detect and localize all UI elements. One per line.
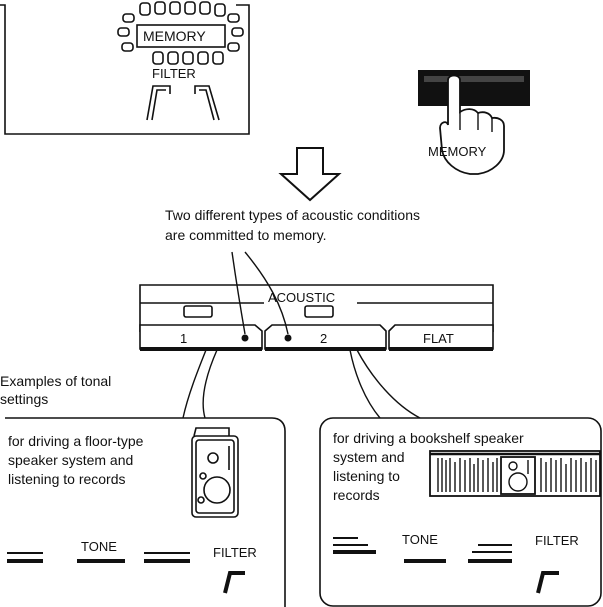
bookshelf-icon [429,450,601,497]
acoustic-button-flat-label: FLAT [423,331,454,346]
memory-dot-1 [241,334,249,342]
right-example-box [319,417,602,607]
right-tone-label: TONE [402,532,438,547]
description-line-1: Two different types of acoustic conditio… [165,207,420,223]
left-example-text: for driving a floor-type speaker system … [8,433,144,487]
memory-display-label: MEMORY [143,28,206,44]
memory-button-caption: MEMORY [428,144,487,159]
right-tone-marks [333,537,512,563]
display-panel-frame [0,4,250,135]
acoustic-title: ACOUSTIC [268,290,336,305]
right-example-text: system and listening to records [333,449,405,503]
right-filter-mark [536,571,559,594]
left-filter-label: FILTER [213,545,257,560]
acoustic-button-flat[interactable] [388,324,494,351]
filter-display-label: FILTER [152,66,196,81]
callout-lines [182,349,421,419]
left-filter-mark [223,571,245,594]
acoustic-panel [139,284,494,332]
acoustic-indicator-2 [304,305,334,318]
acoustic-button-1-label: 1 [180,331,188,346]
floor-speaker-icon [191,427,239,518]
memory-indicator-lamps [117,1,244,65]
left-tone-marks [7,552,190,563]
memory-dot-2 [284,334,292,342]
description-line-2: are committed to memory. [165,227,327,243]
memory-display-box [136,24,226,48]
acoustic-indicator-1 [183,305,213,318]
examples-label-line-1: Examples of tonal [0,373,112,389]
acoustic-button-2-label: 2 [320,331,328,346]
acoustic-button-1[interactable] [139,324,263,351]
down-arrow-icon [278,147,342,202]
filter-slider-icon [146,85,220,121]
pressing-hand-icon [439,74,505,175]
memory-pointer-lines [231,251,289,335]
memory-button-bar [418,70,530,106]
left-example-box [0,417,286,607]
right-example-line-1: for driving a bookshelf speaker [333,430,524,446]
examples-label-line-2: settings [0,391,49,407]
right-filter-label: FILTER [535,533,579,548]
acoustic-button-2[interactable] [264,324,387,351]
left-tone-label: TONE [81,539,117,554]
